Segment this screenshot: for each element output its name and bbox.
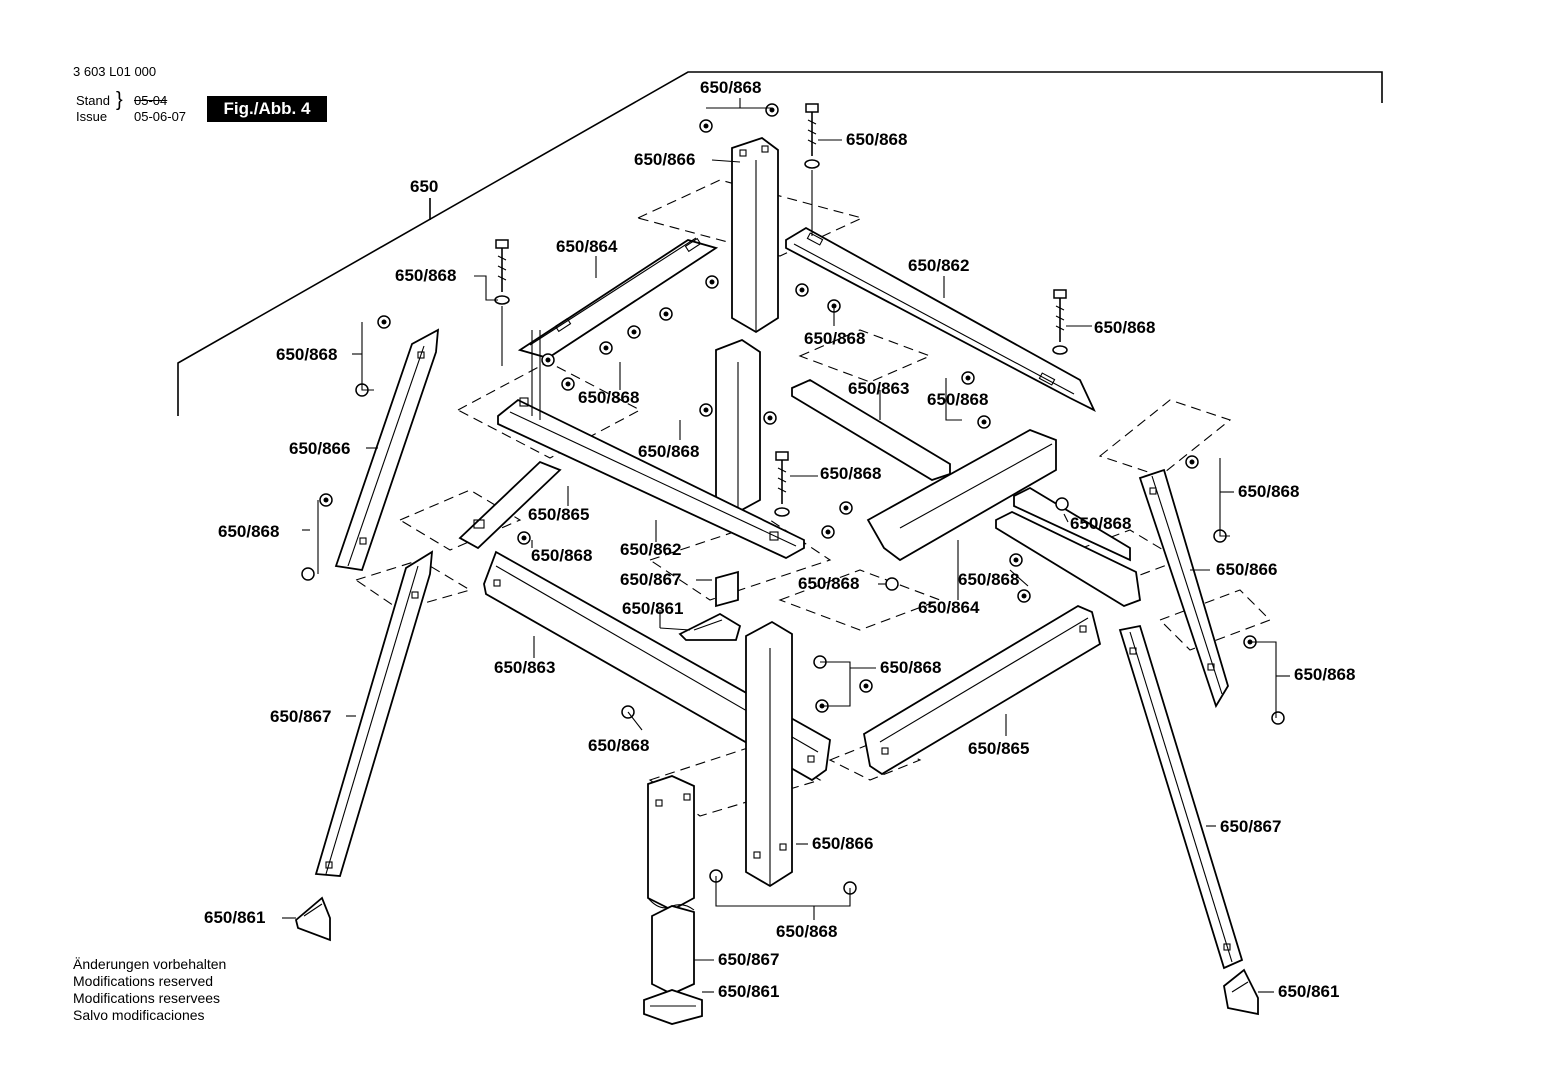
callout-top-bolt-right: 650/868 bbox=[846, 130, 908, 149]
callout-top-leg: 650/866 bbox=[634, 150, 696, 169]
callout-front-leg: 650/866 bbox=[812, 834, 874, 853]
callout-pins-front: 650/868 bbox=[880, 658, 942, 677]
callout-left-leg: 650/866 bbox=[289, 439, 351, 458]
footer-line-de: Änderungen vorbehalten bbox=[73, 956, 227, 972]
callout-right-pins-low: 650/868 bbox=[1294, 665, 1356, 684]
brace-glyph: } bbox=[116, 89, 123, 111]
callout-nut-center-mid: 650/868 bbox=[638, 442, 700, 461]
callout-rail-863-mid: 650/863 bbox=[848, 379, 910, 398]
callout-right-leg: 650/866 bbox=[1216, 560, 1278, 579]
fastener-group bbox=[301, 103, 1285, 895]
issue-label: Issue bbox=[76, 109, 108, 124]
callout-brace-865-left: 650/865 bbox=[528, 505, 590, 524]
callout-foot-right: 650/861 bbox=[1278, 982, 1340, 1001]
footer-line-fr: Modifications reservees bbox=[73, 990, 221, 1006]
callout-pin-front-left: 650/868 bbox=[588, 736, 650, 755]
bolt-right bbox=[1052, 289, 1068, 355]
callout-brace-865-right: 650/865 bbox=[968, 739, 1030, 758]
callout-top-bolt-left: 650/868 bbox=[700, 78, 762, 97]
callout-right-pins: 650/868 bbox=[1238, 482, 1300, 501]
callout-nut-center-low: 650/868 bbox=[798, 574, 860, 593]
callout-rail-862-top: 650/862 bbox=[908, 256, 970, 275]
callout-ext-867-center: 650/867 bbox=[620, 570, 682, 589]
callout-650: 650 bbox=[410, 177, 439, 196]
callout-foot-front: 650/861 bbox=[718, 982, 780, 1001]
callout-rail-864-low: 650/864 bbox=[918, 598, 980, 617]
callout-left-pins-low: 650/868 bbox=[218, 522, 280, 541]
leader-lines bbox=[282, 98, 1290, 993]
callout-nut-left-low: 650/868 bbox=[531, 546, 593, 565]
callout-nut-center-top: 650/868 bbox=[804, 329, 866, 348]
issue-date: 05-06-07 bbox=[134, 109, 187, 124]
callout-bolt-left: 650/868 bbox=[395, 266, 457, 285]
document-number: 3 603 L01 000 bbox=[73, 64, 157, 79]
callout-rail-862-mid: 650/862 bbox=[620, 540, 682, 559]
callout-bolt-right: 650/868 bbox=[1094, 318, 1156, 337]
callout-rail-864-top: 650/864 bbox=[556, 237, 618, 256]
callout-nut-right-mid: 650/868 bbox=[927, 390, 989, 409]
callout-nut-right-lower: 650/868 bbox=[958, 570, 1020, 589]
figure-label: Fig./Abb. 4 bbox=[207, 96, 327, 122]
callout-left-pins: 650/868 bbox=[276, 345, 338, 364]
callout-ext-867-front: 650/867 bbox=[718, 950, 780, 969]
bolt-center bbox=[774, 451, 790, 517]
callout-foot-center: 650/861 bbox=[622, 599, 684, 618]
callout-ext-867-left: 650/867 bbox=[270, 707, 332, 726]
bolt-top-right bbox=[804, 103, 820, 236]
callout-rail-863-low: 650/863 bbox=[494, 658, 556, 677]
callout-ext-867-right: 650/867 bbox=[1220, 817, 1282, 836]
callout-nut-right-low: 650/868 bbox=[1070, 514, 1132, 533]
footer-line-en: Modifications reserved bbox=[73, 973, 214, 989]
old-date: 05-04 bbox=[134, 93, 168, 108]
callout-bolt-center: 650/868 bbox=[820, 464, 882, 483]
callout-pins-bottom: 650/868 bbox=[776, 922, 838, 941]
callout-nut-center-left: 650/868 bbox=[578, 388, 640, 407]
callout-foot-left: 650/861 bbox=[204, 908, 266, 927]
footer-line-es: Salvo modificaciones bbox=[73, 1007, 205, 1023]
bolt-left bbox=[494, 239, 510, 366]
stand-label: Stand bbox=[76, 93, 110, 108]
